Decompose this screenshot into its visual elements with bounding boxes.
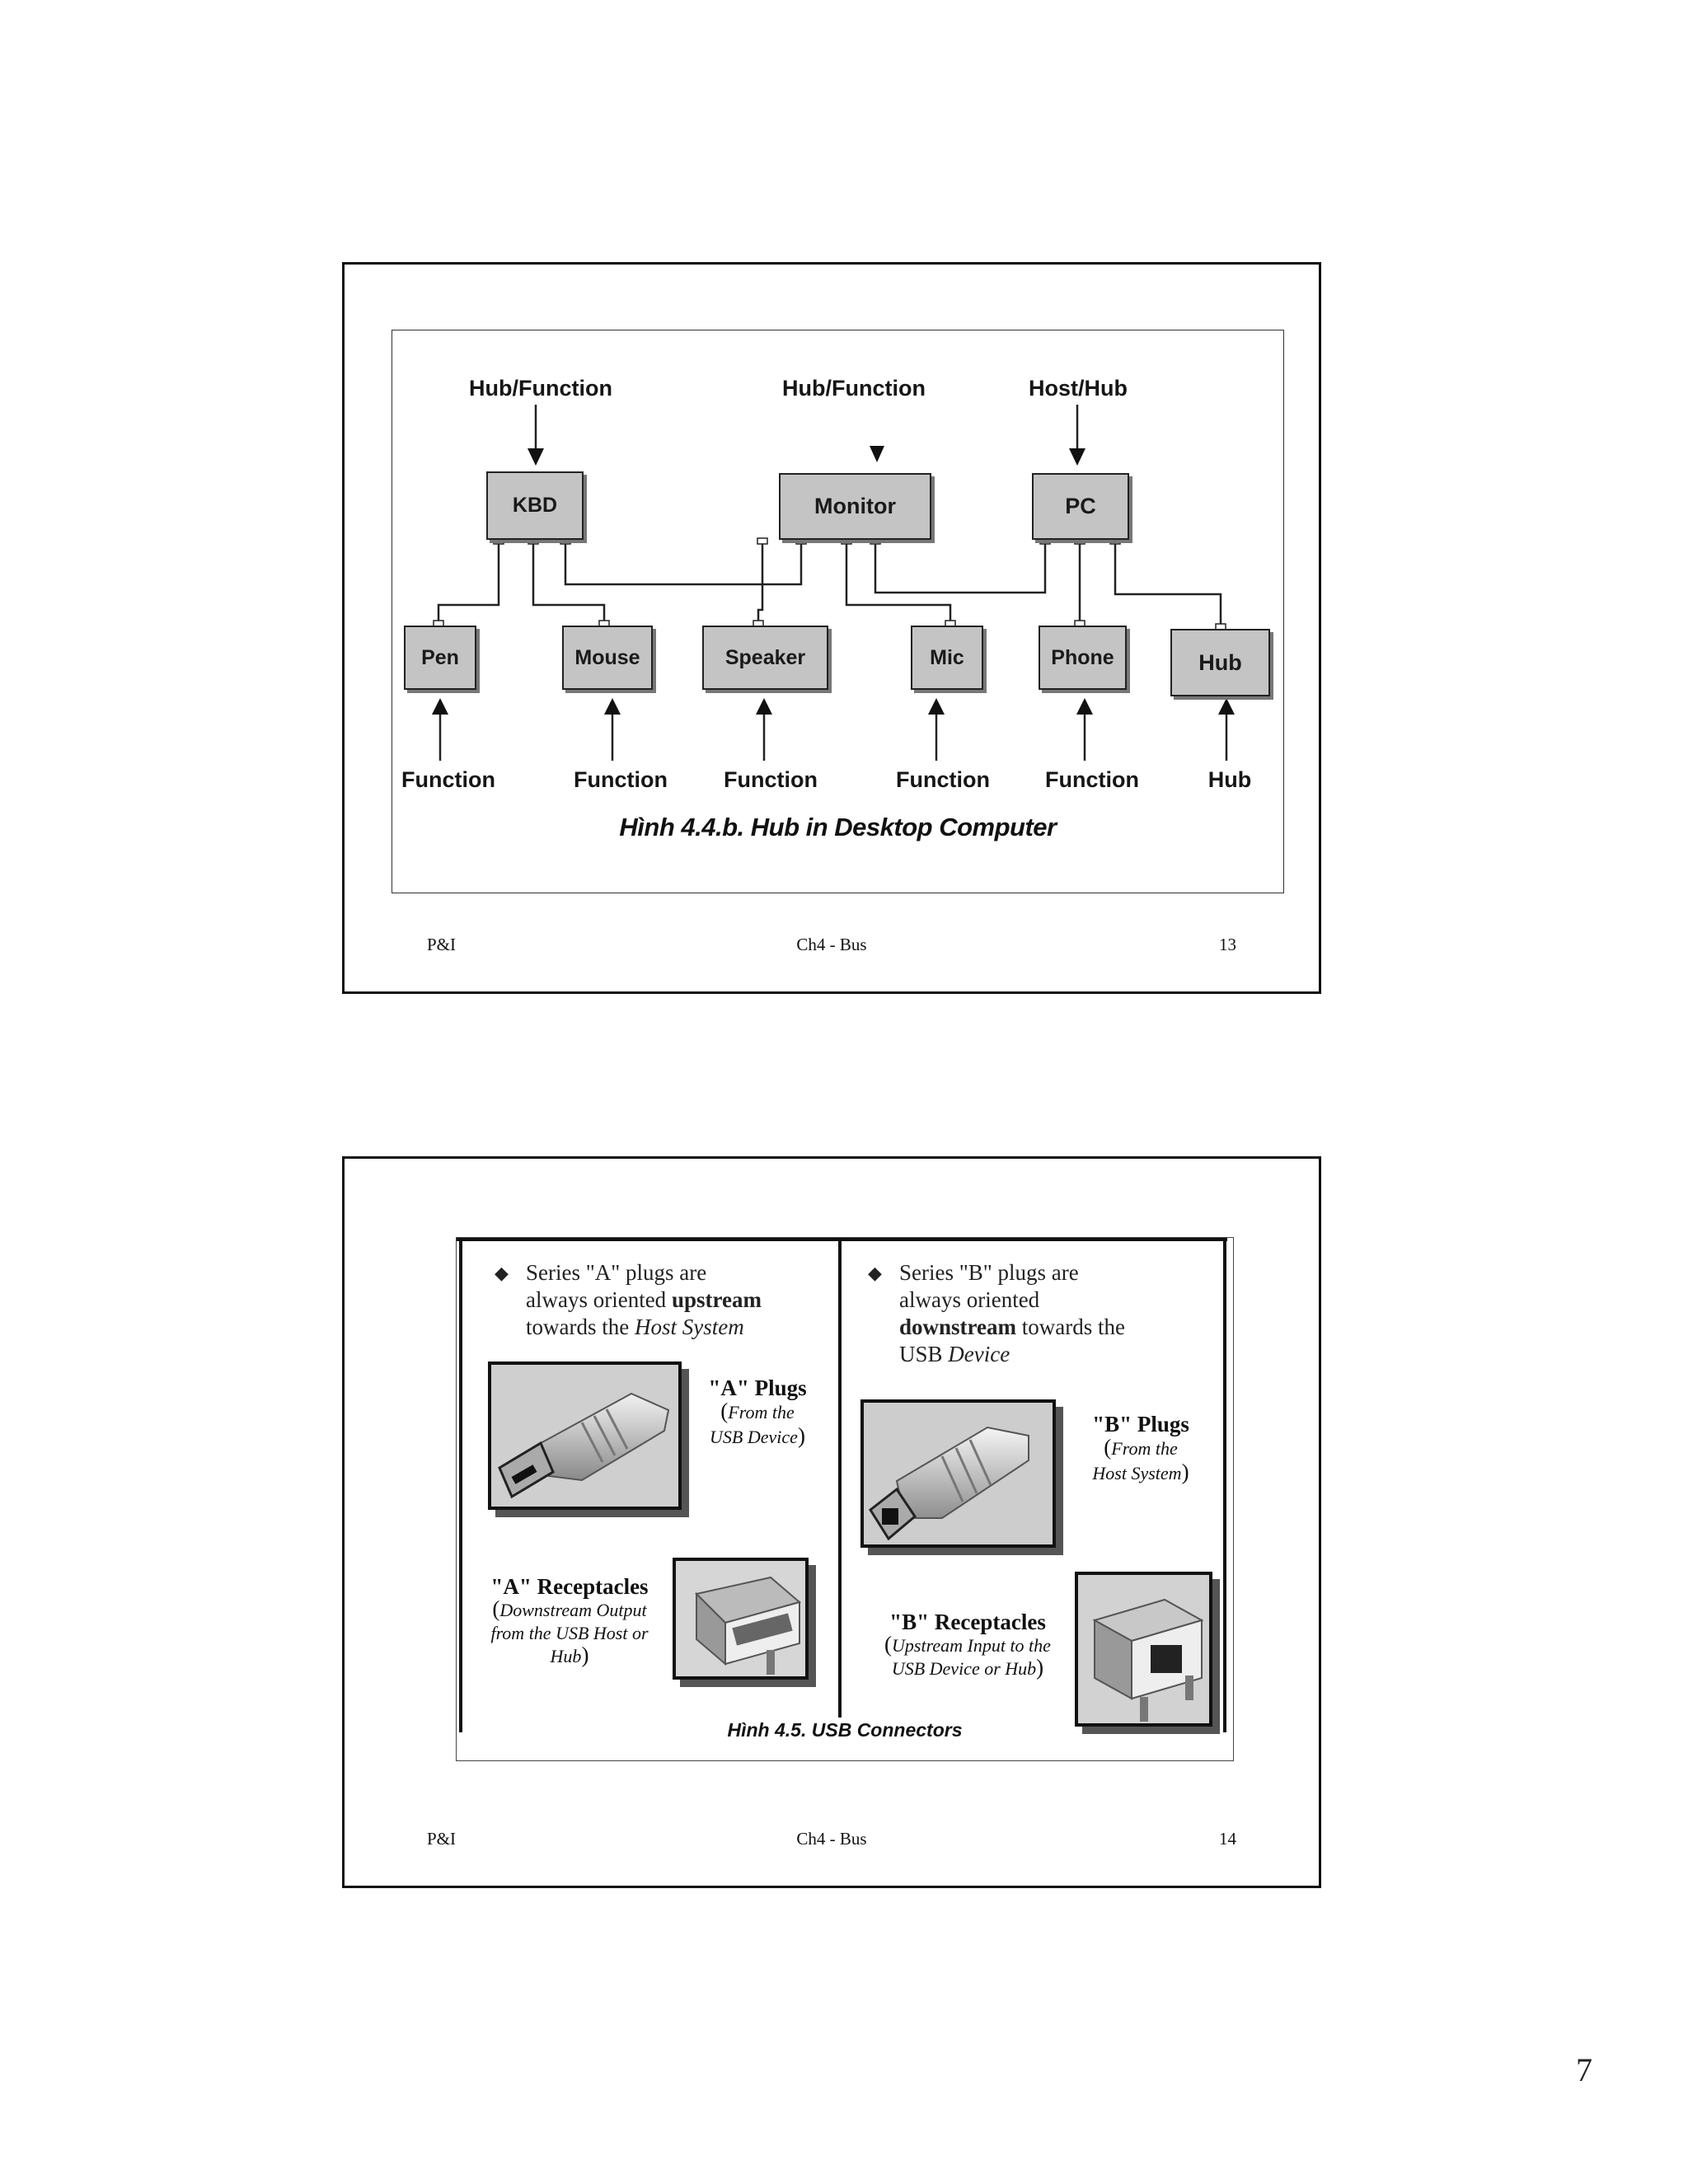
b-receptacle-image bbox=[1075, 1572, 1212, 1727]
device-pc: PC bbox=[1032, 473, 1129, 540]
label-function-mouse: Function bbox=[574, 767, 668, 792]
series-a-line1: Series "A" plugs are bbox=[526, 1260, 707, 1285]
a-plug-image bbox=[488, 1361, 682, 1510]
usb-b-receptacle-icon bbox=[1078, 1575, 1209, 1723]
device-mouse: Mouse bbox=[562, 626, 653, 690]
label-function-mic: Function bbox=[896, 767, 990, 792]
figure-caption-4-5: Hình 4.5. USB Connectors bbox=[727, 1719, 963, 1741]
page-number: 7 bbox=[1576, 2051, 1592, 2088]
label-host-hub: Host/Hub bbox=[1029, 376, 1128, 401]
label-function-pen: Function bbox=[401, 767, 495, 792]
bullet-diamond-icon: ◆ bbox=[495, 1263, 509, 1283]
device-pen: Pen bbox=[404, 626, 476, 690]
label-hub-bottom: Hub bbox=[1207, 767, 1252, 792]
device-hub: Hub bbox=[1170, 629, 1270, 696]
frame-top-rule bbox=[457, 1238, 1227, 1241]
series-b-line4: USB Device bbox=[899, 1342, 1010, 1366]
figure-caption-4-4b: Hình 4.4.b. Hub in Desktop Computer bbox=[619, 813, 1057, 841]
label-function-speaker: Function bbox=[724, 767, 818, 792]
device-speaker: Speaker bbox=[702, 626, 828, 690]
footer-left: P&I bbox=[427, 935, 457, 954]
a-receptacle-image bbox=[673, 1558, 809, 1680]
column-divider bbox=[838, 1238, 842, 1718]
usb-a-receptacle-icon bbox=[676, 1561, 805, 1676]
frame-left-rule bbox=[459, 1238, 462, 1732]
footer-left: P&I bbox=[427, 1829, 457, 1849]
footer-center: Ch4 - Bus bbox=[796, 1829, 867, 1849]
device-phone: Phone bbox=[1039, 626, 1127, 690]
frame-right-rule bbox=[1223, 1238, 1226, 1732]
bullet-diamond-icon: ◆ bbox=[868, 1263, 882, 1283]
label-function-phone: Function bbox=[1045, 767, 1139, 792]
usb-connectors-figure: ◆ Series "A" plugs are always oriented u… bbox=[456, 1237, 1234, 1761]
label-hub-function-1: Hub/Function bbox=[469, 376, 612, 401]
footer-center: Ch4 - Bus bbox=[796, 935, 867, 954]
footer-page-number: 14 bbox=[1219, 1829, 1236, 1849]
hub-diagram: Hub/Function Hub/Function Host/Hub KBD M… bbox=[392, 330, 1284, 893]
series-b-line1: Series "B" plugs are bbox=[899, 1260, 1079, 1285]
usb-a-plug-icon bbox=[491, 1365, 678, 1507]
series-b-line2: always oriented bbox=[899, 1287, 1040, 1312]
series-b-line3: downstream towards the bbox=[899, 1315, 1125, 1339]
series-b-bullet: ◆ Series "B" plugs are always oriented d… bbox=[868, 1259, 1125, 1368]
device-kbd: KBD bbox=[486, 471, 584, 540]
series-a-line2: always oriented upstream bbox=[526, 1287, 762, 1312]
label-hub-function-2: Hub/Function bbox=[782, 376, 926, 401]
footer-page-number: 13 bbox=[1219, 935, 1236, 954]
series-a-line3: towards the Host System bbox=[526, 1315, 744, 1339]
usb-b-plug-icon bbox=[864, 1403, 1053, 1544]
slide-14: ◆ Series "A" plugs are always oriented u… bbox=[342, 1156, 1321, 1888]
b-receptacles-label: "B" Receptacles (Upstream Input to the U… bbox=[884, 1610, 1051, 1680]
series-a-bullet: ◆ Series "A" plugs are always oriented u… bbox=[495, 1259, 762, 1341]
connection-lines bbox=[432, 405, 1259, 761]
a-receptacles-label: "A" Receptacles (Downstream Output from … bbox=[490, 1574, 649, 1667]
slide-13: Hub/Function Hub/Function Host/Hub KBD M… bbox=[342, 262, 1321, 994]
device-monitor: Monitor bbox=[779, 473, 931, 540]
b-plug-image bbox=[860, 1399, 1056, 1548]
device-mic: Mic bbox=[911, 626, 983, 690]
